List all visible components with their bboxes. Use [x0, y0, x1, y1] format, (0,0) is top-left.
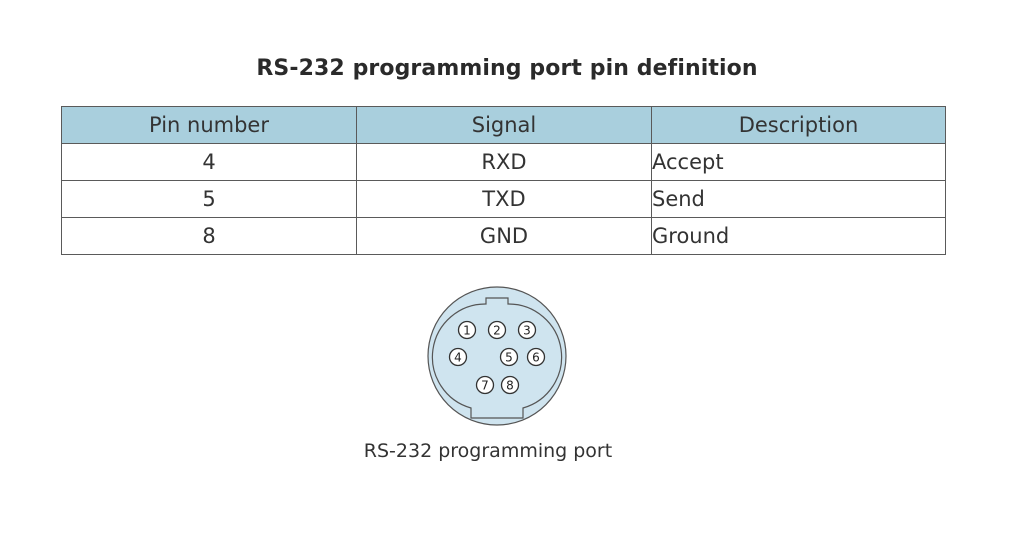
pin-3-label: 3: [523, 324, 531, 338]
pin-7-label: 7: [481, 379, 489, 393]
pin-2: 2: [487, 320, 507, 340]
cell-signal: GND: [356, 217, 652, 255]
table-header-row: Pin number Signal Description: [61, 106, 946, 144]
page-title: RS-232 programming port pin definition: [256, 56, 758, 81]
cell-pin-number: 5: [61, 180, 357, 218]
pin-8: 8: [500, 375, 520, 395]
pin-definition-table: Pin number Signal Description 4 RXD Acce…: [61, 106, 946, 255]
pin-6: 6: [526, 347, 546, 367]
cell-description: Accept: [651, 143, 946, 181]
pin-6-label: 6: [532, 351, 540, 365]
cell-signal: RXD: [356, 143, 652, 181]
pin-3: 3: [517, 320, 537, 340]
pin-1: 1: [457, 320, 477, 340]
pin-4-label: 4: [454, 351, 462, 365]
connector-caption: RS-232 programming port: [363, 440, 613, 462]
cell-description: Send: [651, 180, 946, 218]
pin-8-label: 8: [506, 379, 514, 393]
pin-7: 7: [475, 375, 495, 395]
header-description: Description: [651, 106, 946, 144]
pin-1-label: 1: [463, 324, 471, 338]
mini-din-8-connector-diagram: 1 2 3 4 5 6 7 8: [427, 286, 567, 426]
pin-4: 4: [448, 347, 468, 367]
pin-5: 5: [499, 347, 519, 367]
pin-5-label: 5: [505, 351, 513, 365]
header-signal: Signal: [356, 106, 652, 144]
cell-pin-number: 4: [61, 143, 357, 181]
pin-2-label: 2: [493, 324, 501, 338]
table-row: 4 RXD Accept: [61, 143, 946, 181]
table-row: 8 GND Ground: [61, 217, 946, 255]
cell-description: Ground: [651, 217, 946, 255]
cell-pin-number: 8: [61, 217, 357, 255]
cell-signal: TXD: [356, 180, 652, 218]
header-pin-number: Pin number: [61, 106, 357, 144]
table-row: 5 TXD Send: [61, 180, 946, 218]
